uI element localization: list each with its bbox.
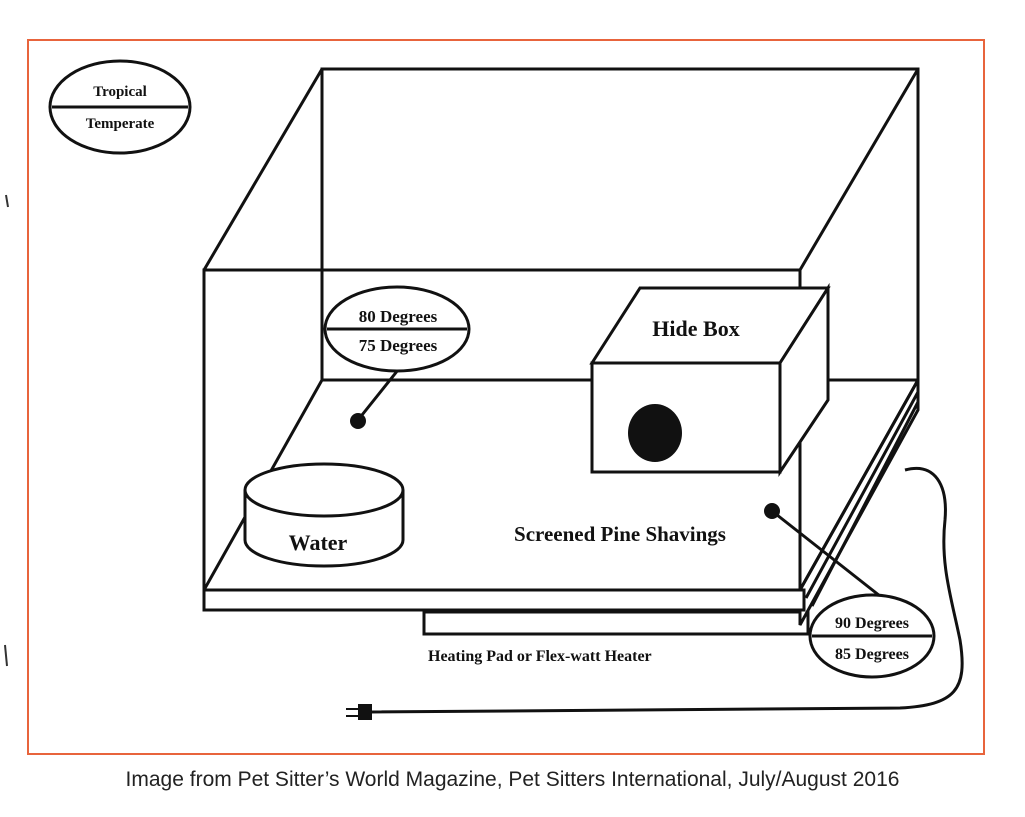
legend-tropical: Tropical	[93, 84, 147, 100]
image-caption: Image from Pet Sitter’s World Magazine, …	[125, 768, 900, 791]
warm-side-temperate: 85 Degrees	[835, 646, 909, 663]
diagram-frame	[27, 39, 985, 755]
hide-box-entrance	[628, 404, 682, 462]
warm-side-tropical: 90 Degrees	[835, 615, 909, 632]
hide-box: Hide Box	[589, 282, 831, 477]
power-cord	[346, 467, 964, 720]
substrate-label: Screened Pine Shavings	[514, 522, 726, 546]
warm-side-temperature: 90 Degrees 85 Degrees	[764, 503, 936, 679]
cool-side-tropical: 80 Degrees	[359, 307, 438, 326]
hide-box-label: Hide Box	[652, 316, 739, 341]
water-dish: Water	[243, 462, 405, 568]
legend-temperate: Temperate	[86, 116, 155, 132]
cool-side-temperature: 80 Degrees 75 Degrees	[323, 285, 471, 429]
scan-mark	[4, 644, 8, 667]
water-label: Water	[289, 530, 348, 555]
scan-mark	[5, 194, 9, 208]
heater-label: Heating Pad or Flex-watt Heater	[428, 648, 652, 665]
legend: Tropical Temperate	[48, 59, 192, 155]
heating-pad	[422, 610, 810, 636]
cool-side-temperate: 75 Degrees	[359, 336, 438, 355]
